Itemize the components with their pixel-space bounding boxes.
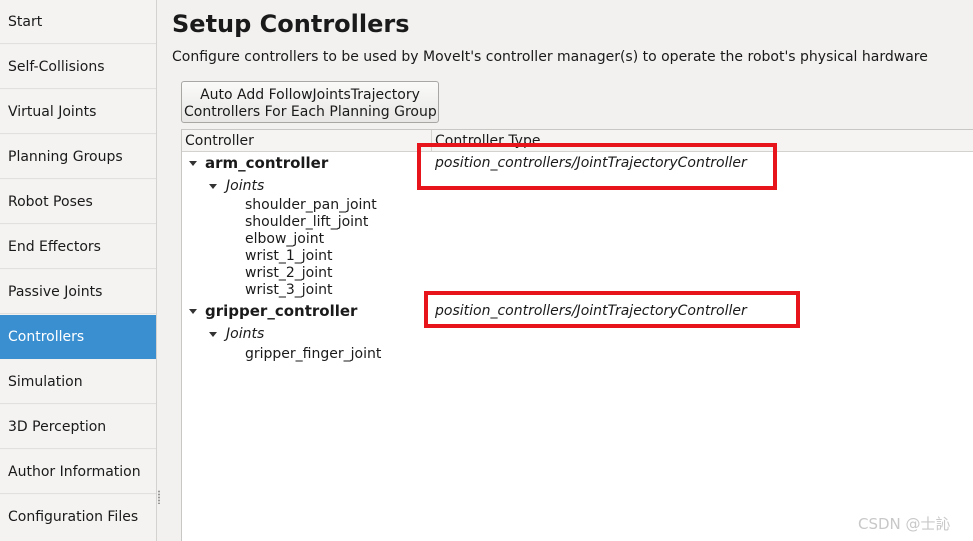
expand-arrow-icon[interactable] [209,184,217,189]
splitter-handle[interactable] [158,490,160,504]
controller-name-gripper[interactable]: gripper_controller [205,302,358,320]
sidebar-item-configuration-files[interactable]: Configuration Files [0,495,156,541]
auto-add-button-line1: Auto Add FollowJointsTrajectory [200,86,420,103]
joint-item[interactable]: wrist_3_joint [245,282,333,298]
joints-group-label-arm[interactable]: Joints [226,178,265,194]
auto-add-controllers-button[interactable]: Auto Add FollowJointsTrajectory Controll… [181,81,439,123]
expand-arrow-icon[interactable] [189,161,197,166]
joint-item[interactable]: elbow_joint [245,231,325,247]
sidebar-item-planning-groups[interactable]: Planning Groups [0,135,156,179]
sidebar-item-author-information[interactable]: Author Information [0,450,156,494]
column-header-controller[interactable]: Controller [182,130,432,151]
main-panel: Setup Controllers Configure controllers … [160,0,973,541]
sidebar-item-virtual-joints[interactable]: Virtual Joints [0,90,156,134]
highlight-box-gripper-type [424,291,800,328]
sidebar-item-end-effectors[interactable]: End Effectors [0,225,156,269]
controllers-tree[interactable]: Controller Controller Type arm_controlle… [181,129,973,541]
sidebar-item-self-collisions[interactable]: Self-Collisions [0,45,156,89]
joint-item[interactable]: gripper_finger_joint [245,346,382,362]
sidebar-item-passive-joints[interactable]: Passive Joints [0,270,156,314]
sidebar: Start Self-Collisions Virtual Joints Pla… [0,0,157,541]
controller-type-gripper[interactable]: position_controllers/JointTrajectoryCont… [435,303,747,319]
auto-add-button-line2: Controllers For Each Planning Group [184,103,437,120]
expand-arrow-icon[interactable] [189,309,197,314]
joint-item[interactable]: shoulder_pan_joint [245,197,377,213]
expand-arrow-icon[interactable] [209,332,217,337]
page-title: Setup Controllers [172,10,410,38]
page-description: Configure controllers to be used by Move… [172,49,928,65]
highlight-box-arm-type [417,143,777,190]
sidebar-item-start[interactable]: Start [0,0,156,44]
joint-item[interactable]: wrist_2_joint [245,265,333,281]
controller-name-arm[interactable]: arm_controller [205,154,329,172]
sidebar-item-controllers[interactable]: Controllers [0,315,156,359]
joint-item[interactable]: shoulder_lift_joint [245,214,369,230]
controller-type-arm[interactable]: position_controllers/JointTrajectoryCont… [435,155,747,171]
sidebar-item-simulation[interactable]: Simulation [0,360,156,404]
sidebar-item-3d-perception[interactable]: 3D Perception [0,405,156,449]
sidebar-item-robot-poses[interactable]: Robot Poses [0,180,156,224]
joint-item[interactable]: wrist_1_joint [245,248,333,264]
watermark: CSDN @士訫 [858,515,951,533]
joints-group-label-gripper[interactable]: Joints [226,326,265,342]
